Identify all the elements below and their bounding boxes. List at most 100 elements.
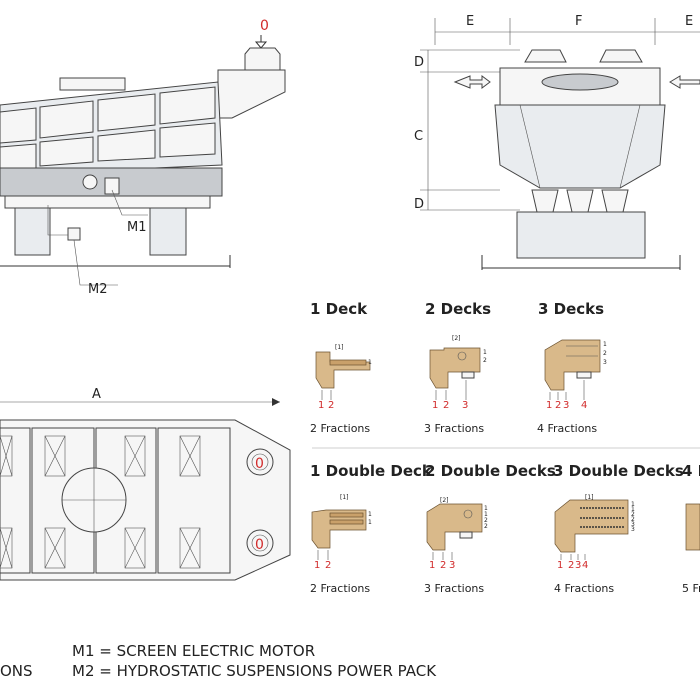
deck-config-3double: 3 Double Decks [1] 1 1 2 2 3 3 1 2 3 4 4… [553, 462, 684, 595]
dim-f: F [575, 14, 582, 29]
svg-text:1: 1 [432, 400, 438, 411]
svg-text:3: 3 [563, 400, 569, 411]
outlet-3 [601, 189, 629, 213]
dim-d-bottom: D [414, 197, 424, 212]
m1-leader [111, 189, 148, 216]
screen-panels [0, 86, 216, 171]
inlet-label: 0 [260, 18, 269, 34]
svg-text:1: 1 [484, 505, 488, 512]
svg-text:1: 1 [429, 560, 435, 571]
svg-text:1: 1 [557, 560, 563, 571]
deck-config-3decks: 3 Decks 1 2 3 1 2 3 4 4 Fractions [537, 300, 607, 435]
config-title: 2 Double Decks [425, 462, 556, 480]
svg-text:4: 4 [582, 560, 588, 571]
inlet-arrow-icon [254, 35, 268, 49]
svg-text:3: 3 [631, 526, 635, 533]
svg-text:2: 2 [325, 560, 331, 571]
front-hopper-body [494, 104, 666, 189]
top-cover [59, 77, 126, 91]
config-caption: 5 Fr [682, 582, 700, 595]
support-right [149, 204, 187, 256]
deck-config-1double: 1 Double Deck [1] 1 1 1 2 2 Fractions [310, 462, 433, 595]
legend: ONS M1 = SCREEN ELECTRIC MOTOR M2 = HYDR… [0, 642, 437, 680]
dim-e-left: E [466, 14, 474, 29]
config-title: 1 Deck [310, 300, 368, 318]
dim-a-label: A [92, 387, 101, 402]
config-caption: 4 Fractions [537, 422, 597, 435]
outlet-1 [531, 189, 559, 213]
oscillation-arrow-right-icon [669, 75, 700, 89]
svg-text:1: 1 [483, 349, 487, 356]
front-inlet-right [599, 49, 643, 63]
front-drum [541, 73, 619, 91]
svg-text:1: 1 [368, 511, 372, 518]
svg-text:4: 4 [581, 400, 587, 411]
outlet-2 [566, 189, 594, 213]
svg-text:3: 3 [449, 560, 455, 571]
dim-c: C [414, 129, 423, 144]
config-caption: 2 Fractions [310, 582, 370, 595]
m2-label: M2 [88, 282, 108, 297]
config-caption: 2 Fractions [310, 422, 370, 435]
svg-text:2: 2 [603, 350, 607, 357]
power-pack [67, 227, 81, 241]
svg-text:2: 2 [631, 511, 635, 518]
svg-text:1: 1 [631, 506, 635, 513]
plan-outlet-top [246, 448, 274, 476]
front-view: E F E D C D [414, 14, 700, 270]
deck-config-1deck: 1 Deck [1] 1 1 2 2 Fractions [310, 300, 372, 435]
config-caption: 3 Fractions [424, 582, 484, 595]
config-caption: 3 Fractions [424, 422, 484, 435]
svg-text:2: 2 [443, 400, 449, 411]
deck-config-2double: 2 Double Decks [2] 1 1 2 2 1 2 3 3 Fract… [424, 462, 556, 595]
svg-text:3: 3 [462, 400, 468, 411]
legend-m1: M1 = SCREEN ELECTRIC MOTOR [72, 642, 315, 660]
motor-housing [104, 177, 120, 195]
oscillation-arrow-left-icon [453, 75, 491, 89]
svg-text:2: 2 [483, 357, 487, 364]
svg-text:1: 1 [318, 400, 324, 411]
svg-text:1: 1 [368, 359, 372, 366]
drive-pulley [82, 174, 98, 190]
svg-text:[1]: [1] [585, 494, 594, 501]
inlet-hopper [244, 47, 281, 71]
plan-outlet-bottom [246, 529, 274, 557]
svg-text:1: 1 [546, 400, 552, 411]
plan-outlet-top-label: 0 [255, 456, 264, 472]
m2-leader [73, 239, 118, 286]
svg-text:[1]: [1] [340, 494, 349, 501]
config-title: 2 Decks [425, 300, 491, 318]
config-caption: 4 Fractions [554, 582, 614, 595]
deck-config-4double-partial: 4 D 5 Fr [682, 462, 700, 595]
front-base [516, 211, 646, 259]
svg-text:1: 1 [603, 341, 607, 348]
svg-text:2: 2 [568, 560, 574, 571]
config-title: 1 Double Deck [310, 462, 433, 480]
dim-e-right: E [685, 14, 693, 29]
svg-text:[1]: [1] [335, 344, 344, 351]
support-left [14, 204, 51, 256]
side-view: 0 M1 [0, 18, 286, 297]
legend-m2: M2 = HYDROSTATIC SUSPENSIONS POWER PACK [72, 662, 437, 680]
svg-text:[2]: [2] [440, 497, 449, 504]
dim-d-top: D [414, 55, 424, 70]
support-beam [4, 195, 211, 209]
svg-text:2: 2 [328, 400, 334, 411]
svg-text:2: 2 [555, 400, 561, 411]
plan-view: A 0 0 [0, 387, 291, 581]
svg-text:2: 2 [631, 516, 635, 523]
config-title: 3 Decks [538, 300, 604, 318]
svg-text:3: 3 [575, 560, 581, 571]
config-title: 4 D [682, 462, 700, 480]
legend-left-fragment: ONS [0, 662, 33, 680]
svg-text:3: 3 [603, 359, 607, 366]
deck-config-2decks: 2 Decks [2] 1 2 1 2 3 3 Fractions [424, 300, 491, 435]
svg-text:2: 2 [484, 517, 488, 524]
svg-text:1: 1 [631, 501, 635, 508]
svg-text:1: 1 [484, 511, 488, 518]
svg-text:[2]: [2] [452, 335, 461, 342]
config-title: 3 Double Decks [553, 462, 684, 480]
m1-label: M1 [127, 220, 147, 235]
plan-outlet-bottom-label: 0 [255, 537, 264, 553]
